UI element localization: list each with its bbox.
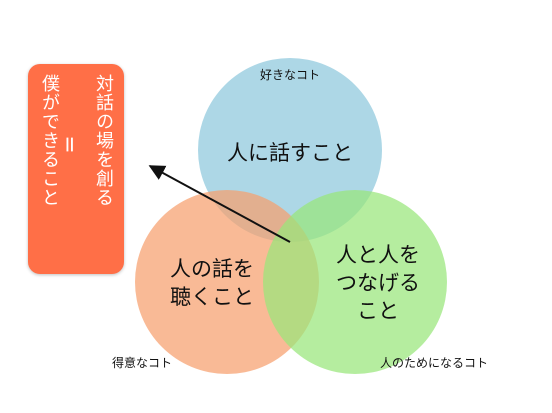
venn-circle-left [135,190,319,374]
label-right-line3: こと [357,299,399,323]
card-line-3: 僕ができること [39,74,60,207]
label-left-line1: 人の話を [170,257,254,281]
label-top: 人に話すこと [227,141,353,165]
card-line-1: 対話の場を創る [93,74,114,207]
venn-circle-right [263,190,447,374]
label-right-line2: つなげる [336,271,420,295]
label-right-line1: 人と人を [336,243,420,267]
caption-left: 得意なコト [112,355,172,370]
arrow-left-up-icon [148,165,291,243]
label-left-line2: 聴くこと [170,285,254,309]
caption-right: 人のためになるコト [380,356,488,370]
caption-top: 好きなコト [260,68,320,82]
mission-card: 対話の場を創る 僕ができること [28,64,124,274]
card-line-2: = [56,135,82,154]
